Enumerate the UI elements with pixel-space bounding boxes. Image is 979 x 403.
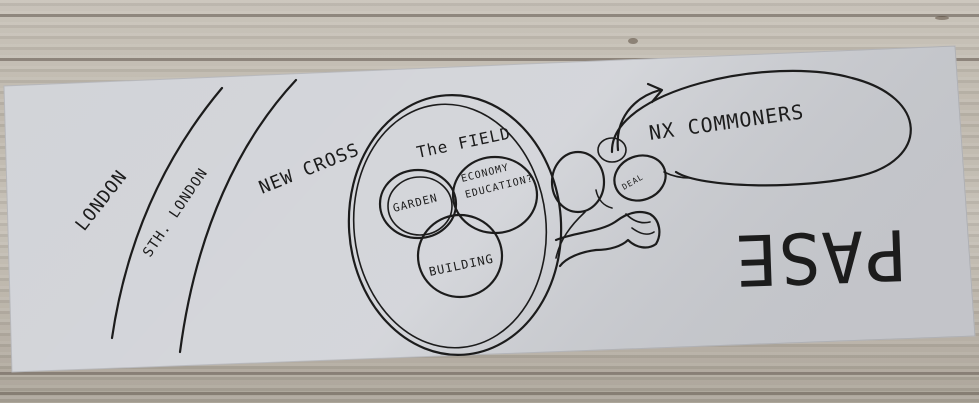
paper-shading [4, 46, 975, 372]
pase-label: PASE [733, 213, 908, 301]
